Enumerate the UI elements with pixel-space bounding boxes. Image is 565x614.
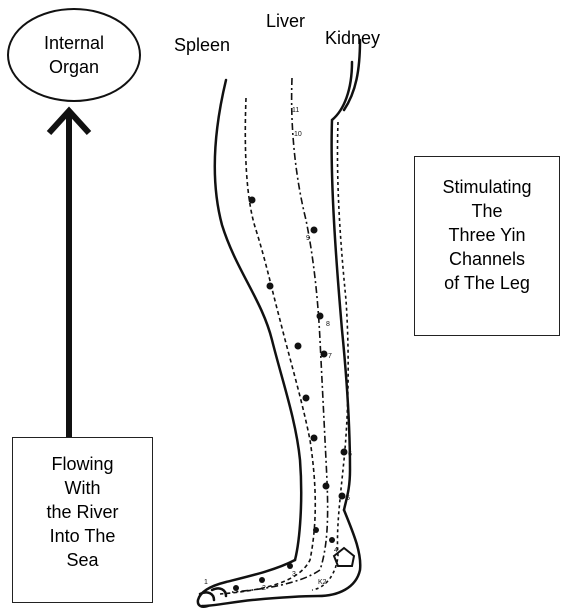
caption-right-line: Channels <box>415 247 559 271</box>
acupoints <box>233 197 348 592</box>
spleen-label: Spleen <box>174 34 230 56</box>
leg-outline <box>198 40 360 607</box>
point-number: 1 <box>204 579 208 586</box>
point-number: 7 <box>328 353 332 360</box>
caption-left-line: the River <box>13 500 152 524</box>
caption-left-line: Into The <box>13 524 152 548</box>
liver-label: Liver <box>266 10 305 32</box>
point-number: 8 <box>326 321 330 328</box>
caption-left-line: Sea <box>13 548 152 572</box>
caption-left-line: With <box>13 476 152 500</box>
point-number: 2 <box>262 585 266 592</box>
caption-box-stimulating: Stimulating The Three Yin Channels of Th… <box>414 156 560 336</box>
caption-right-line: Three Yin <box>415 223 559 247</box>
point-number: 6 <box>348 451 352 458</box>
caption-right-line: The <box>415 199 559 223</box>
caption-box-flowing: Flowing With the River Into The Sea <box>12 437 153 603</box>
point-number: 11 <box>292 107 299 114</box>
point-number: 4 <box>334 547 338 554</box>
caption-left-line: Flowing <box>13 452 152 476</box>
point-number: 5 <box>346 495 350 502</box>
internal-organ-ellipse <box>8 9 140 101</box>
yin-channel-paths <box>220 78 348 594</box>
kidney-label: Kidney <box>325 27 380 49</box>
caption-right-line: of The Leg <box>415 271 559 295</box>
caption-right-line: Stimulating <box>415 175 559 199</box>
point-number: 10 <box>294 131 302 138</box>
point-number: 9 <box>306 235 310 242</box>
point-number: 3 <box>292 571 296 578</box>
organ-label-line1: Internal <box>44 33 104 53</box>
organ-label-line2: Organ <box>49 57 99 77</box>
point-number: K2 <box>318 579 327 586</box>
point-number-labels: 11 10 9 8 7 6 5 4 3 2 1 K2 <box>204 107 352 592</box>
